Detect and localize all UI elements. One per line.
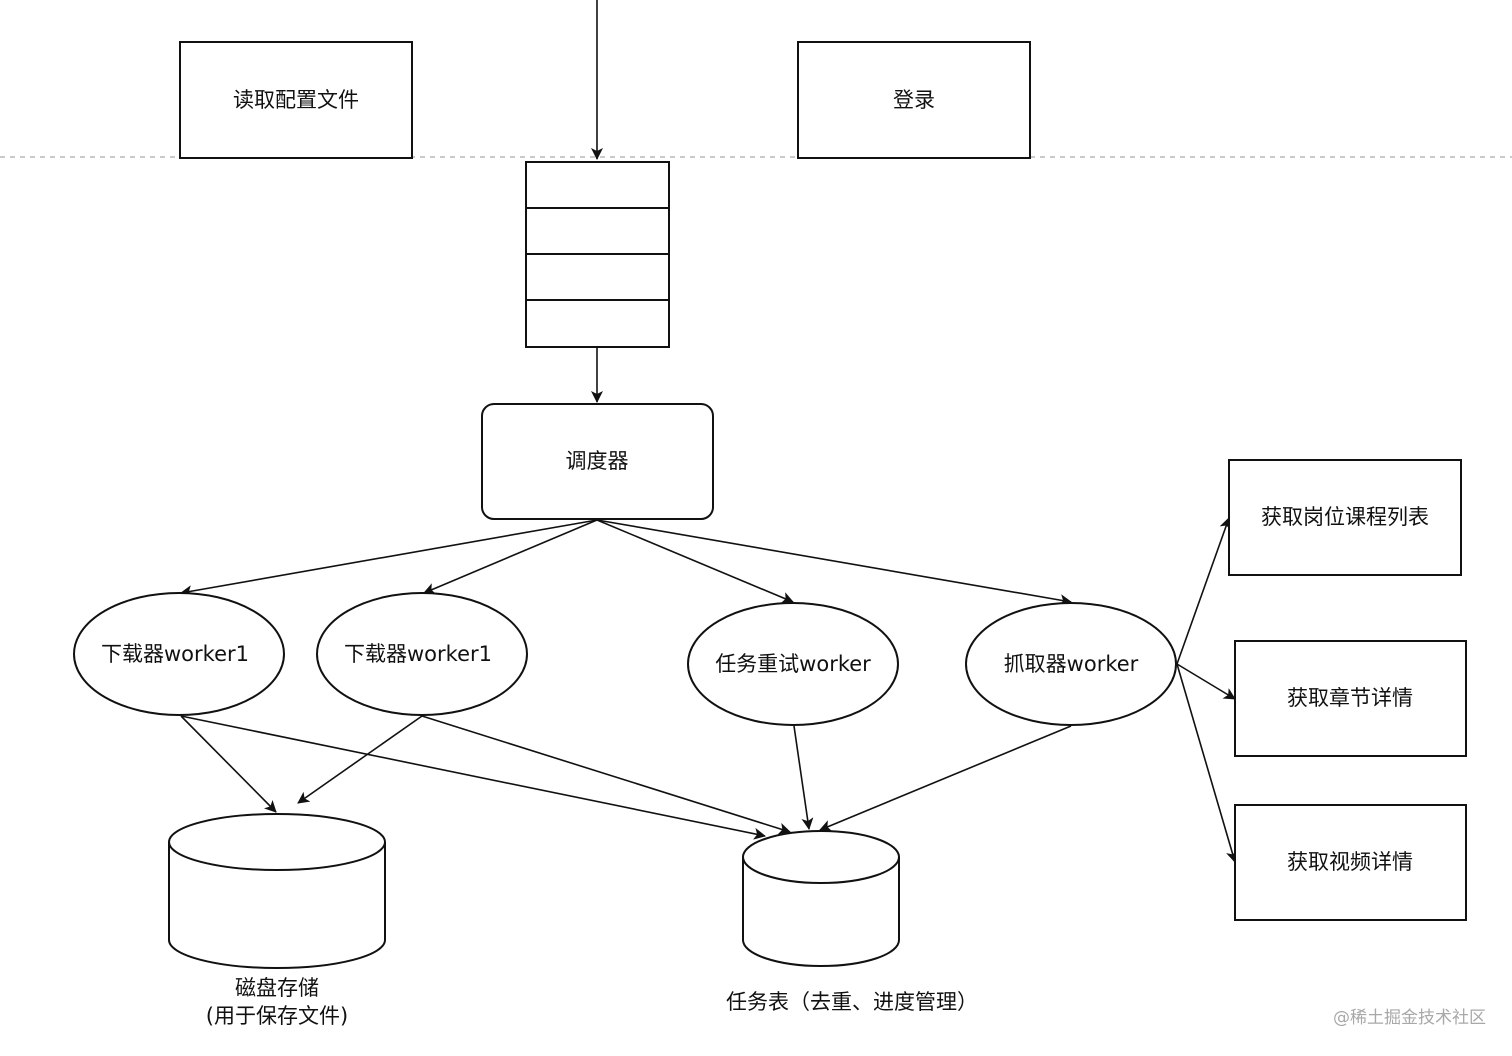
scheduler-label: 调度器 <box>566 449 629 473</box>
read-config-box <box>179 41 413 159</box>
disk-storage-cylinder <box>168 813 386 969</box>
edge-downloader-a-to-task-table <box>180 715 766 840</box>
queue-slot <box>525 207 670 255</box>
edge-retry-to-task-table <box>793 725 814 830</box>
edge-downloader-b-to-disk <box>297 715 423 804</box>
queue-slot <box>525 299 670 348</box>
downloader-worker-b <box>316 592 528 716</box>
queue-slot <box>525 161 670 209</box>
edge-scheduler-to-downloader-a <box>180 519 598 598</box>
edge-downloader-a-to-disk <box>180 715 277 813</box>
edge-scheduler-to-downloader-b <box>423 519 598 595</box>
queue-slot <box>525 253 670 301</box>
read-config-label: 读取配置文件 <box>233 88 359 112</box>
fetch-course-list-box <box>1228 459 1462 576</box>
edge-crawler-to-task-table <box>819 725 1072 832</box>
fetch-video-detail-label: 获取视频详情 <box>1287 850 1413 874</box>
task-table-cylinder <box>742 830 900 967</box>
downloader-worker-a <box>73 592 285 716</box>
scheduler-box <box>481 403 714 520</box>
downloader-worker-a-label: 下载器worker1 <box>101 642 249 666</box>
fetch-chapter-detail-label: 获取章节详情 <box>1287 686 1413 710</box>
edge-crawler-to-video-detail <box>1176 663 1238 863</box>
edge-downloader-b-to-task-table <box>421 715 791 835</box>
edge-crawler-to-course-list <box>1176 517 1231 665</box>
edge-crawler-to-chapter-detail <box>1176 663 1236 700</box>
fetch-video-detail-box <box>1234 804 1467 921</box>
login-box <box>797 41 1031 159</box>
crawler-worker-label: 抓取器worker <box>1004 652 1139 676</box>
task-table-label: 任务表（去重、进度管理） <box>726 990 978 1014</box>
fetch-chapter-detail-box <box>1234 640 1467 757</box>
crawler-worker <box>965 602 1177 726</box>
task-queue <box>525 161 670 348</box>
disk-storage-label-line2: (用于保存文件) <box>206 1004 348 1028</box>
login-label: 登录 <box>893 88 935 112</box>
retry-worker-label: 任务重试worker <box>715 652 871 676</box>
edge-scheduler-to-crawler <box>596 519 1072 607</box>
edge-scheduler-to-retry <box>596 519 794 604</box>
fetch-course-list-label: 获取岗位课程列表 <box>1261 505 1429 529</box>
disk-storage-label-line1: 磁盘存储 <box>235 976 319 1000</box>
retry-worker <box>687 602 899 726</box>
downloader-worker-b-label: 下载器worker1 <box>344 642 492 666</box>
watermark: @稀土掘金技术社区 <box>1333 1008 1486 1028</box>
